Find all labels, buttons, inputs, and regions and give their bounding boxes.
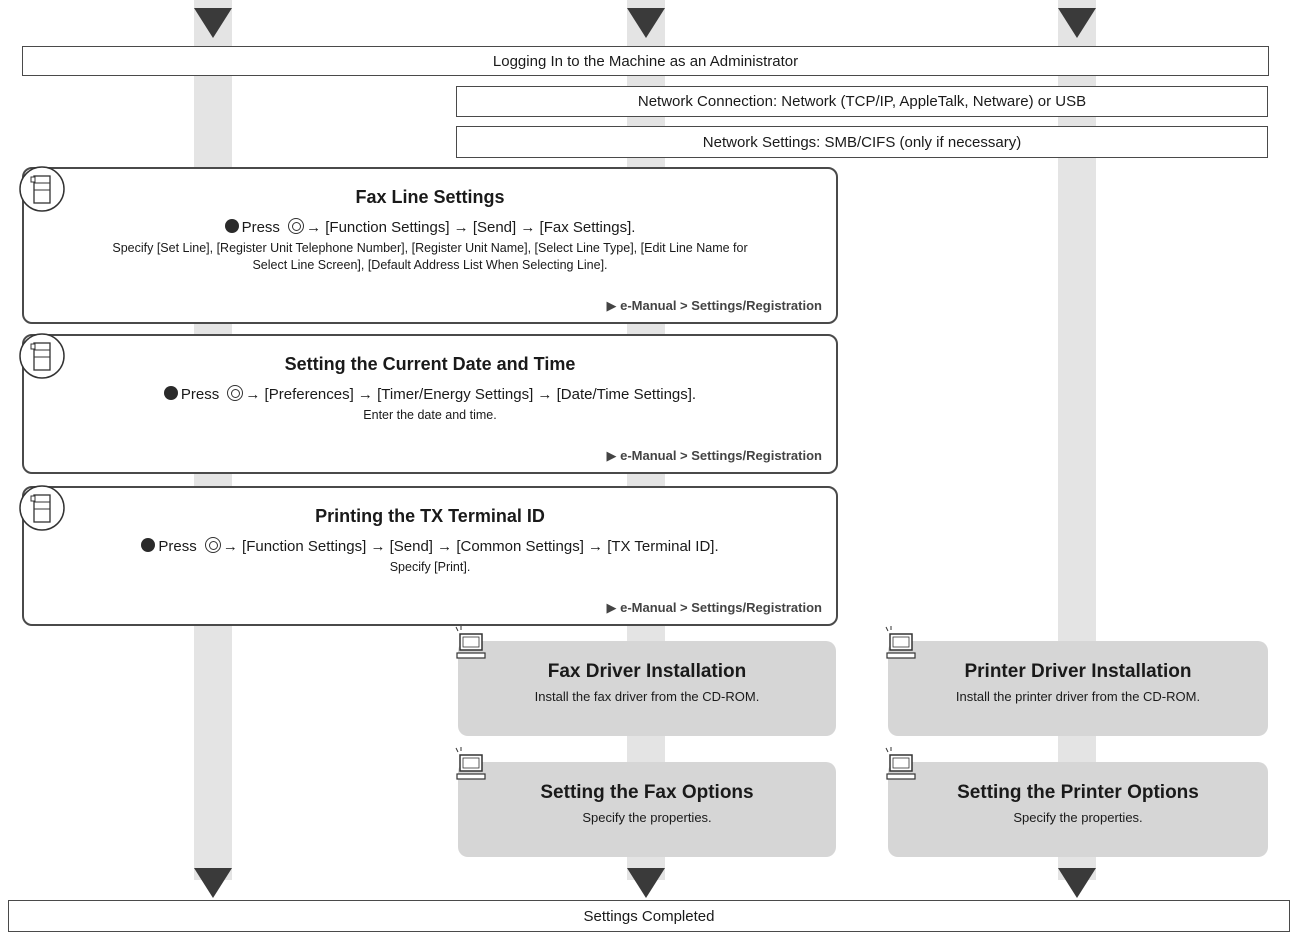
card-title: Fax Line Settings bbox=[355, 187, 505, 207]
network-connection-step: Network Connection: Network (TCP/IP, App… bbox=[456, 86, 1268, 117]
network-settings-step: Network Settings: SMB/CIFS (only if nece… bbox=[456, 126, 1268, 158]
press-prefix: Press bbox=[241, 219, 280, 236]
settings-button-icon bbox=[204, 537, 221, 553]
settings-completed-label: Settings Completed bbox=[583, 907, 715, 925]
card-title: Fax Driver Installation bbox=[547, 661, 747, 682]
computer-icon bbox=[885, 626, 916, 659]
card-title: Printer Driver Installation bbox=[964, 661, 1192, 682]
arrow-down-icon bbox=[1058, 868, 1096, 898]
description-line-1: Specify [Set Line], [Register Unit Telep… bbox=[112, 241, 748, 255]
tx-terminal-id-card: Printing the TX Terminal ID Press → [Fun… bbox=[19, 485, 838, 626]
press-path: → [Preferences] → [Timer/Energy Settings… bbox=[245, 386, 697, 403]
computer-icon bbox=[455, 626, 486, 659]
date-time-card: Setting the Current Date and Time Press … bbox=[19, 333, 838, 474]
card-description: Install the fax driver from the CD-ROM. bbox=[534, 689, 760, 704]
card-description: Specify [Set Line], [Register Unit Telep… bbox=[24, 240, 836, 274]
press-prefix: Press bbox=[158, 538, 197, 555]
card-title: Setting the Printer Options bbox=[957, 782, 1199, 803]
fax-line-settings-card: Fax Line Settings Press → [Function Sett… bbox=[19, 166, 838, 324]
admin-login-step: Logging In to the Machine as an Administ… bbox=[22, 46, 1269, 76]
manual-reference: ▶ e-Manual > Settings/Registration bbox=[606, 298, 822, 313]
settings-button-icon bbox=[227, 385, 244, 401]
arrow-down-icon bbox=[1058, 8, 1096, 38]
press-instruction: Press → [Function Settings] → [Send] → [… bbox=[24, 537, 836, 555]
card-description: Enter the date and time. bbox=[363, 408, 497, 422]
card-description: Specify the properties. bbox=[1013, 810, 1143, 825]
machine-icon bbox=[19, 166, 65, 212]
card-description: Install the printer driver from the CD-R… bbox=[955, 689, 1201, 704]
press-instruction: Press → [Function Settings] → [Send] → [… bbox=[24, 218, 836, 236]
press-path: → [Function Settings] → [Send] → [Common… bbox=[222, 538, 719, 555]
card-title: Setting the Current Date and Time bbox=[284, 354, 576, 374]
card-title: Setting the Fax Options bbox=[540, 782, 754, 803]
manual-reference: ▶ e-Manual > Settings/Registration bbox=[606, 600, 822, 615]
bullet-icon bbox=[163, 386, 178, 400]
bullet-icon bbox=[141, 538, 156, 552]
press-prefix: Press bbox=[180, 386, 220, 403]
computer-icon bbox=[885, 747, 916, 780]
admin-login-label: Logging In to the Machine as an Administ… bbox=[492, 52, 799, 70]
printer-options-card: Setting the Printer Options Specify the … bbox=[885, 747, 1268, 857]
printer-driver-installation-card: Printer Driver Installation Install the … bbox=[885, 626, 1268, 736]
machine-icon bbox=[19, 485, 65, 531]
settings-completed-step: Settings Completed bbox=[8, 900, 1290, 932]
bullet-icon bbox=[224, 219, 239, 233]
fax-options-card: Setting the Fax Options Specify the prop… bbox=[455, 747, 836, 857]
arrow-down-icon bbox=[627, 8, 665, 38]
network-settings-label: Network Settings: SMB/CIFS (only if nece… bbox=[702, 133, 1022, 151]
press-instruction: Press → [Preferences] → [Timer/Energy Se… bbox=[24, 385, 836, 403]
arrow-down-icon bbox=[194, 8, 232, 38]
machine-icon bbox=[19, 333, 65, 379]
computer-icon bbox=[455, 747, 486, 780]
card-description: Specify [Print]. bbox=[389, 560, 471, 574]
card-description: Specify the properties. bbox=[582, 810, 712, 825]
card-title: Printing the TX Terminal ID bbox=[315, 506, 545, 526]
settings-button-icon bbox=[288, 218, 305, 234]
arrow-down-icon bbox=[627, 868, 665, 898]
network-connection-label: Network Connection: Network (TCP/IP, App… bbox=[637, 93, 1087, 110]
arrow-down-icon bbox=[194, 868, 232, 898]
manual-reference: ▶ e-Manual > Settings/Registration bbox=[606, 448, 822, 463]
fax-driver-installation-card: Fax Driver Installation Install the fax … bbox=[455, 626, 836, 736]
press-path: → [Function Settings] → [Send] → [Fax Se… bbox=[306, 219, 636, 236]
description-line-2: Select Line Screen], [Default Address Li… bbox=[252, 258, 608, 272]
